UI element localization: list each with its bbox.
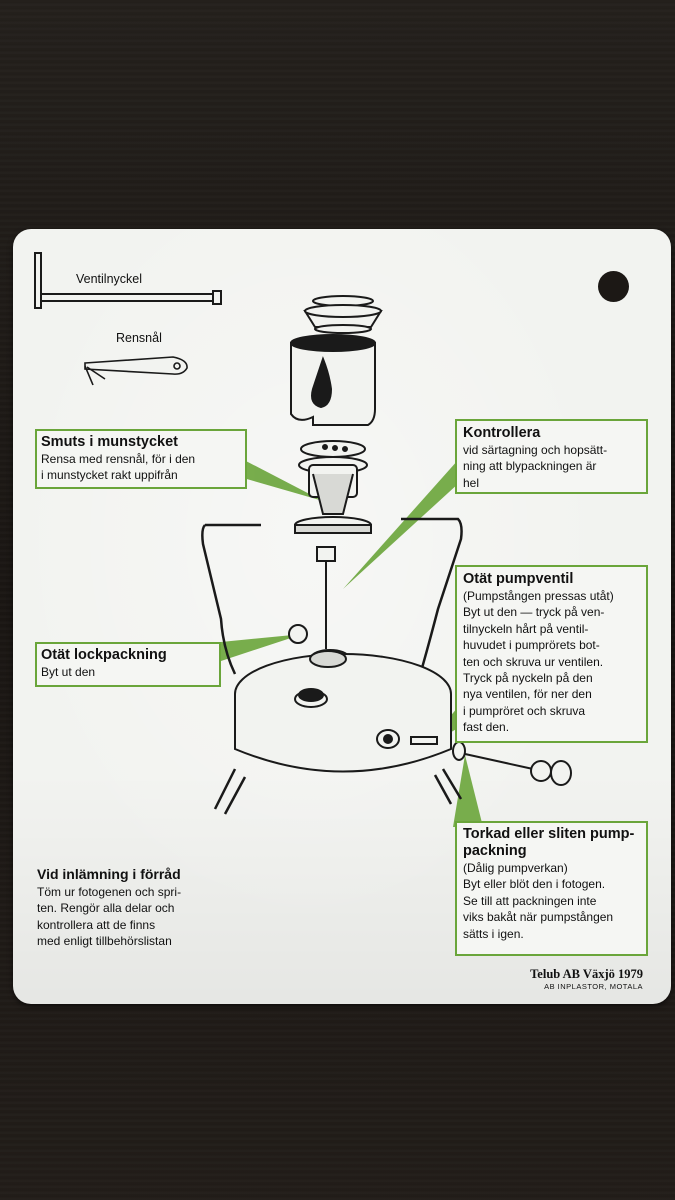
- burner-head-drawing: [294, 440, 372, 534]
- pump-assembly-drawing: [376, 729, 572, 786]
- stove-illustration: [34, 252, 572, 827]
- callout-inspect-title: Kontrollera: [463, 425, 541, 441]
- callout-dirt-nozzle-title: Smuts i munstycket: [41, 434, 178, 450]
- maker-name: Telub AB Växjö 1979: [530, 967, 643, 981]
- printer-name: AB INPLASTOR, MOTALA: [544, 982, 643, 991]
- storage-note-body: Töm ur fotogenen och spri- ten. Rengör a…: [37, 885, 182, 948]
- flame-cylinder-drawing: [290, 334, 376, 426]
- callout-pump-valve-body: (Pumpstången pressas utåt) Byt ut den — …: [463, 589, 614, 735]
- callout-dirt-nozzle-body: Rensa med rensnål, för i den i munstycke…: [41, 452, 196, 483]
- burner-cap-drawing: [303, 295, 383, 334]
- callout-pump-packing: Torkad eller sliten pump- packning (Dåli…: [455, 821, 648, 956]
- callout-inspect: Kontrollera vid särtagning och hopsätt- …: [455, 419, 648, 494]
- valve-key-icon: [34, 252, 222, 309]
- storage-note-title: Vid inlämning i förråd: [37, 866, 181, 882]
- cleaning-needle-icon: [84, 356, 188, 386]
- callout-pump-packing-title: Torkad eller sliten pump- packning: [463, 826, 635, 859]
- valve-key-label: Ventilnyckel: [76, 272, 143, 286]
- fuel-tank-drawing: [234, 624, 452, 773]
- callout-dirt-nozzle: Smuts i munstycket Rensa med rensnål, fö…: [35, 429, 247, 489]
- callout-lid-gasket: Otät lockpackning Byt ut den: [35, 642, 221, 687]
- cleaning-needle-label: Rensnål: [116, 331, 162, 345]
- callout-pump-valve-title: Otät pumpventil: [463, 571, 574, 587]
- callout-inspect-body: vid särtagning och hopsätt- ning att bly…: [463, 443, 608, 490]
- callout-pump-valve: Otät pumpventil (Pumpstången pressas utå…: [455, 565, 648, 743]
- callout-pump-packing-body: (Dålig pumpverkan) Byt eller blöt den i …: [463, 861, 614, 941]
- maker-info: Telub AB Växjö 1979 AB INPLASTOR, MOTALA: [443, 967, 643, 991]
- callout-lid-gasket-title: Otät lockpackning: [41, 647, 167, 663]
- hanging-hole: [598, 271, 629, 302]
- storage-note: Vid inlämning i förråd Töm ur fotogenen …: [37, 866, 237, 949]
- riser-tube-drawing: [311, 546, 349, 665]
- instruction-card: Ventilnyckel Rensnål Smuts i munstycket …: [13, 229, 671, 1004]
- callout-lid-gasket-body: Byt ut den: [41, 665, 96, 679]
